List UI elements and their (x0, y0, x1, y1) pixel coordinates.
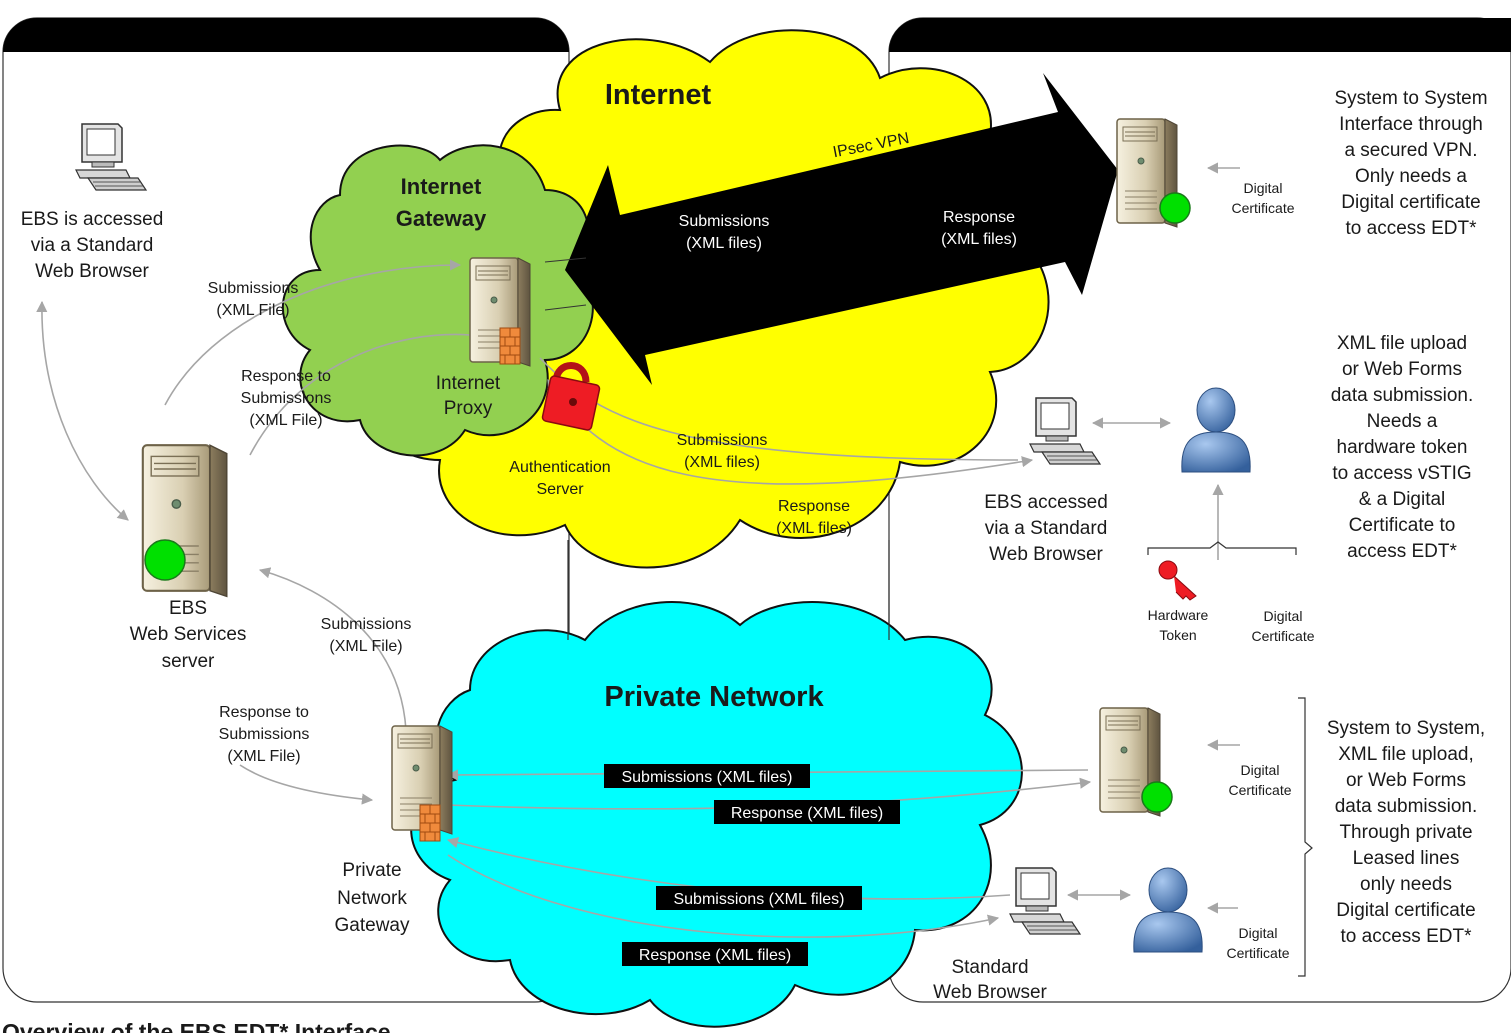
auth-caption-1: Authentication (509, 459, 610, 476)
private-block-8: Digital certificate (1336, 900, 1475, 921)
web-cert-label-2: Certificate (1251, 628, 1314, 644)
pn-gateway-caption-3: Gateway (335, 915, 410, 936)
web-block-7: & a Digital (1359, 489, 1446, 510)
web-block-5: hardware token (1337, 437, 1468, 458)
vpn-block-5: Digital certificate (1341, 192, 1480, 213)
browser-note-2: via a Standard (31, 235, 154, 256)
web-cert-label-1: Digital (1264, 608, 1303, 624)
vpn-resp-label-1: Response (943, 209, 1015, 226)
footer-title: Overview of the EBS EDT* Interface (2, 1019, 391, 1033)
gateway-cloud-title-2: Gateway (396, 206, 487, 231)
gateway-cloud-title-1: Internet (401, 174, 482, 199)
vpn-block-1: System to System (1334, 88, 1487, 109)
vpn-cert-label-2: Certificate (1231, 200, 1294, 216)
gw-resp-note-1: Response to (241, 368, 331, 385)
private-block-5: Through private (1339, 822, 1472, 843)
private-gateway-firewall-icon (419, 804, 441, 842)
standard-browser-caption-2: Web Browser (933, 982, 1047, 1003)
proxy-caption-1: Internet (436, 373, 501, 394)
vpn-block-6: to access EDT* (1346, 218, 1478, 239)
pn-sub-label-1: Submissions (XML files) (621, 769, 792, 786)
private-block-2: XML file upload, (1338, 744, 1474, 765)
private-cloud-title: Private Network (604, 681, 824, 713)
web-block-4: Needs a (1367, 411, 1438, 432)
private-block-9: to access EDT* (1341, 926, 1473, 947)
ebs-browser-caption-3: Web Browser (989, 544, 1103, 565)
pn-resp-label-1: Response (XML files) (731, 805, 883, 822)
pn-sub-label-2: Submissions (XML files) (673, 891, 844, 908)
pn-cert-label-1: Digital (1241, 762, 1280, 778)
pn-gateway-caption-2: Network (337, 888, 407, 909)
hardware-token-label-1: Hardware (1148, 607, 1209, 623)
standard-browser-caption-1: Standard (951, 957, 1028, 978)
gateway-cloud (281, 144, 594, 457)
web-block-3: data submission. (1331, 385, 1474, 406)
pn-sub-note-1: Submissions (321, 616, 412, 633)
web-resp-label-2: (XML files) (776, 520, 852, 537)
web-block-1: XML file upload (1337, 333, 1467, 354)
private-block-6: Leased lines (1353, 848, 1460, 869)
pn-resp-label-2: Response (XML files) (639, 947, 791, 964)
user-cert-label-2: Certificate (1226, 945, 1289, 961)
web-block-9: access EDT* (1347, 541, 1457, 562)
private-access-bracket (1298, 697, 1313, 977)
lock-icon (541, 362, 601, 431)
pn-resp-note-2: Submissions (219, 726, 310, 743)
vpn-arrow (565, 73, 1118, 385)
auth-caption-2: Server (536, 481, 584, 498)
pn-resp-note-3: (XML File) (227, 748, 300, 765)
private-block-4: data submission. (1335, 796, 1478, 817)
hardware-token-label-2: Token (1159, 627, 1196, 643)
pn-sub-note-2: (XML File) (329, 638, 402, 655)
gw-resp-note-2: Submissions (241, 390, 332, 407)
private-block-7: only needs (1360, 874, 1452, 895)
private-block-1: System to System, (1327, 718, 1485, 739)
proxy-firewall-icon (499, 327, 521, 365)
private-server-status-dot (1141, 781, 1173, 813)
ebs-browser-caption-2: via a Standard (985, 518, 1108, 539)
vpn-sub-label-1: Submissions (679, 213, 770, 230)
vpn-sub-label-2: (XML files) (686, 235, 762, 252)
web-block-8: Certificate to (1349, 515, 1456, 536)
web-block-2: or Web Forms (1342, 359, 1462, 380)
hardware-token-key-icon (1158, 560, 1197, 601)
browser-note-1: EBS is accessed (21, 209, 164, 230)
ebs-ws-caption-3: server (162, 651, 215, 672)
private-block-3: or Web Forms (1346, 770, 1466, 791)
web-resp-label-1: Response (778, 498, 850, 515)
gw-resp-note-3: (XML File) (249, 412, 322, 429)
internet-cloud-title: Internet (605, 79, 712, 111)
vpn-server-status-dot (1159, 192, 1191, 224)
ebs-ws-caption-2: Web Services (130, 624, 247, 645)
web-sub-label-2: (XML files) (684, 454, 760, 471)
vpn-block-3: a secured VPN. (1344, 140, 1477, 161)
pn-resp-note-1: Response to (219, 704, 309, 721)
ebs-ws-caption-1: EBS (169, 598, 207, 619)
vpn-cert-label-1: Digital (1244, 180, 1283, 196)
web-block-6: to access vSTIG (1332, 463, 1471, 484)
ebs-browser-caption-1: EBS accessed (984, 492, 1108, 513)
gw-sub-note-1: Submissions (208, 280, 299, 297)
user-cert-label-1: Digital (1239, 925, 1278, 941)
vpn-block-2: Interface through (1339, 114, 1483, 135)
pn-gateway-caption-1: Private (342, 860, 401, 881)
ebs-status-dot (144, 539, 186, 581)
pn-cert-label-2: Certificate (1228, 782, 1291, 798)
vpn-resp-label-2: (XML files) (941, 231, 1017, 248)
vpn-block-4: Only needs a (1355, 166, 1467, 187)
gw-sub-note-2: (XML File) (216, 302, 289, 319)
credentials-bracket (1147, 541, 1297, 555)
proxy-caption-2: Proxy (444, 398, 493, 419)
web-sub-label-1: Submissions (677, 432, 768, 449)
browser-note-3: Web Browser (35, 261, 149, 282)
